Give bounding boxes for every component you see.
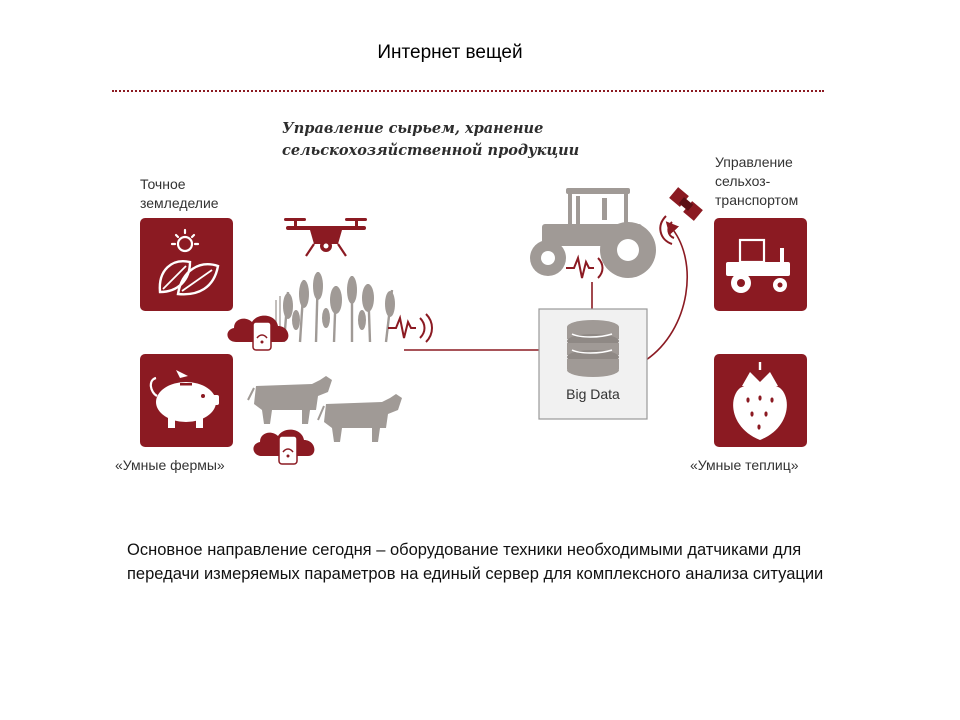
cow-icon bbox=[317, 394, 402, 442]
pulse-signal-icon bbox=[388, 313, 433, 343]
slide-title: Интернет вещей bbox=[377, 42, 523, 63]
transport-label-line3: транспортом bbox=[715, 192, 799, 208]
center-heading: Управление сырьем, хранение сельскохозяй… bbox=[282, 118, 682, 162]
precision-farming-label-line2: земледелие bbox=[140, 195, 219, 211]
database-icon bbox=[567, 320, 619, 377]
smart-farms-label: «Умные фермы» bbox=[115, 457, 225, 473]
satellite-icon bbox=[659, 187, 703, 245]
pulse-signal-icon bbox=[566, 254, 604, 279]
transport-label-line1: Управление bbox=[715, 154, 793, 170]
cow-icon bbox=[247, 376, 332, 424]
transport-label: Управление сельхоз- транспортом bbox=[715, 153, 798, 210]
tractor-icon bbox=[530, 188, 656, 278]
bigdata-to-satellite-arrow bbox=[645, 221, 688, 361]
slide-caption: Основное направление сегодня – оборудова… bbox=[127, 541, 824, 583]
precision-farming-label-line1: Точное bbox=[140, 176, 186, 192]
smart-greenhouses-label: «Умные теплиц» bbox=[690, 457, 799, 473]
cloud-phone-icon bbox=[253, 429, 315, 465]
big-data-label: Big Data bbox=[566, 386, 620, 402]
cloud-phone-icon bbox=[227, 315, 289, 351]
title-divider bbox=[112, 90, 824, 92]
piggy-bank-icon bbox=[140, 354, 233, 447]
center-heading-line1: Управление сырьем, хранение bbox=[282, 120, 544, 137]
connection-lines bbox=[404, 221, 688, 361]
sun-leaf-icon bbox=[140, 218, 233, 311]
wheat-icon bbox=[275, 271, 395, 343]
drone-icon bbox=[284, 218, 367, 257]
tractor-icon bbox=[714, 218, 807, 311]
precision-farming-label: Точное земледелие bbox=[140, 175, 219, 213]
center-heading-line2: сельскохозяйственной продукции bbox=[282, 142, 580, 159]
transport-label-line2: сельхоз- bbox=[715, 173, 771, 189]
strawberry-icon bbox=[714, 354, 807, 447]
